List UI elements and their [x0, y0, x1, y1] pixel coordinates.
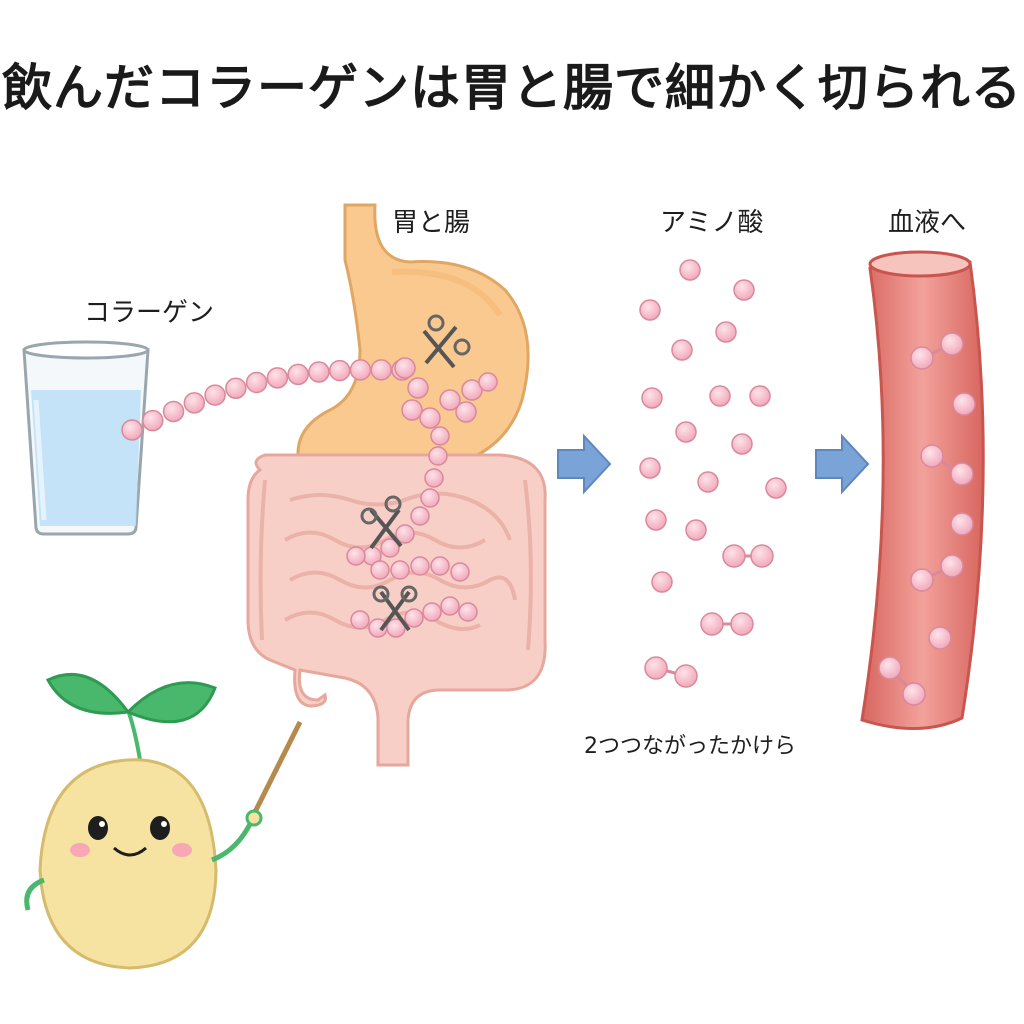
bead [920, 444, 944, 468]
bead [346, 546, 366, 566]
bead [424, 468, 444, 488]
bead [142, 409, 164, 432]
bead [765, 477, 787, 499]
stomach-intestine-label: 胃と腸 [392, 208, 471, 238]
glass-icon [22, 340, 150, 536]
bead [952, 392, 976, 416]
bead [420, 488, 440, 508]
bead [422, 602, 442, 622]
arrow-right-icon [557, 433, 612, 495]
bead [715, 321, 737, 343]
collagen-label: コラーゲン [84, 298, 215, 328]
bead [419, 407, 441, 429]
bead [430, 426, 450, 446]
bead [722, 544, 746, 568]
bead [401, 399, 423, 421]
vessel-particles [878, 332, 976, 706]
bead [287, 363, 309, 386]
bead [308, 361, 330, 383]
bead [266, 367, 289, 389]
bead [349, 359, 372, 381]
dipeptide-label: 2つつながったかけら [584, 734, 796, 759]
bead [455, 401, 477, 423]
bead [910, 568, 934, 592]
bead [410, 506, 430, 526]
bead [674, 664, 698, 688]
bead [644, 656, 668, 680]
sprout-mascot-icon [24, 672, 303, 970]
bead [731, 433, 753, 455]
bead [440, 596, 460, 616]
bead [204, 384, 226, 406]
page-title: 飲んだコラーゲンは胃と腸で細かく切られる [2, 59, 1022, 117]
amino-acid-label: アミノ酸 [660, 208, 764, 238]
bead [750, 544, 774, 568]
bead [410, 556, 430, 576]
amino-acid-particles [639, 259, 787, 688]
arrow-right-icon [815, 433, 870, 495]
bead [910, 346, 934, 370]
bead [430, 556, 450, 576]
bead [697, 471, 719, 493]
collagen-chain [121, 357, 498, 638]
bead [121, 419, 143, 441]
scissors-icon [360, 495, 403, 550]
bead [639, 299, 661, 321]
bead [685, 519, 707, 541]
scissors-icon [372, 585, 418, 632]
bead [733, 279, 755, 301]
bead [950, 462, 974, 486]
bead [428, 446, 448, 466]
bead [478, 372, 498, 392]
bead [928, 626, 952, 650]
bead [328, 359, 351, 382]
bead [404, 608, 424, 628]
bead [709, 385, 731, 407]
bead [645, 509, 667, 531]
bead [639, 457, 661, 479]
bead [183, 392, 206, 414]
bead [439, 389, 461, 411]
bead [641, 387, 663, 409]
bead [730, 612, 754, 636]
bead [386, 618, 406, 638]
bead [407, 377, 429, 399]
bead [902, 682, 926, 706]
bead [940, 554, 964, 578]
bead [162, 400, 185, 423]
bead [394, 357, 416, 379]
bead [950, 512, 974, 536]
blood-vessel-icon [860, 250, 985, 731]
bead [675, 421, 697, 443]
bead [679, 259, 701, 281]
to-blood-label: 血液へ [888, 208, 967, 238]
bead [370, 359, 392, 381]
scissors-icon [422, 314, 471, 369]
bead [651, 571, 673, 593]
bead [245, 371, 268, 394]
bead [370, 560, 390, 580]
bead [380, 538, 400, 558]
bead [940, 332, 964, 356]
bead [458, 602, 478, 622]
bead [225, 377, 247, 399]
bead [671, 339, 693, 361]
bead [461, 379, 483, 401]
bead [749, 385, 771, 407]
bead [878, 656, 902, 680]
bead [395, 524, 415, 544]
bead [350, 610, 370, 630]
bead [450, 562, 470, 582]
bead [700, 612, 724, 636]
bead [390, 560, 410, 580]
stomach-illustration [296, 203, 530, 483]
